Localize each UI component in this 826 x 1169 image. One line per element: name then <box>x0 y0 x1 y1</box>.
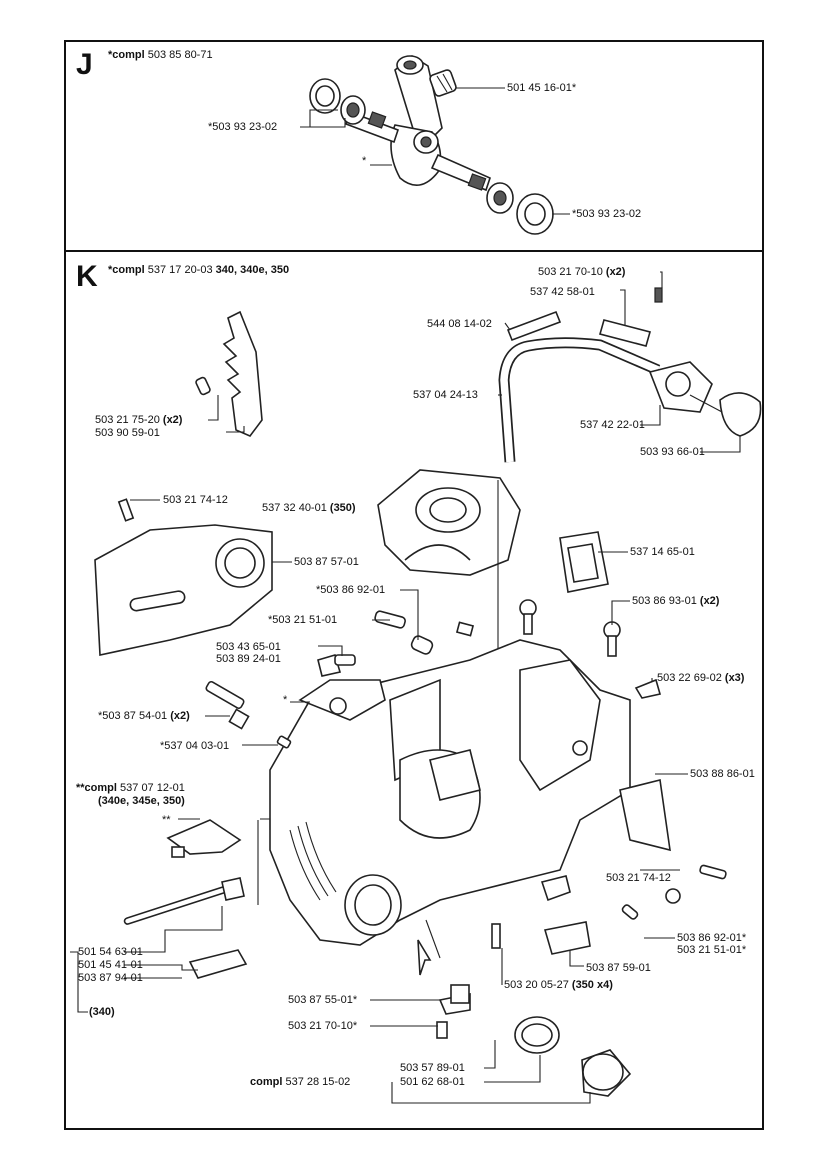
label-screw-top: 503 21 70-10 (x2) <box>538 266 625 278</box>
crankcase <box>269 639 631 946</box>
loose-parts <box>123 599 727 1097</box>
label-screw-top-number: 503 21 70-10 <box>538 266 603 278</box>
label-cylinder-part: 537 32 40-01 (350) <box>262 502 356 514</box>
label-screw-top-qty: (x2) <box>605 266 626 278</box>
label-nipple: *537 04 03-01 <box>160 740 230 752</box>
label-screw-hook-b: 503 21 51-01* <box>677 944 747 956</box>
label-screw-cover: 503 21 74-12 <box>163 494 228 506</box>
label-screw-a: *503 21 51-01 <box>268 614 338 626</box>
label-chain-tensioner-number: 537 07 12-01 <box>120 782 185 794</box>
label-bar-bolt-qty: (x2) <box>170 710 190 722</box>
label-cylinder-part-number: 537 32 40-01 <box>262 502 327 514</box>
label-screw-hook-a: 503 86 92-01* <box>677 932 747 944</box>
label-screw-bottom-number: 503 20 05-27 <box>504 979 569 991</box>
label-cylinder-part-model: (350) <box>329 502 356 514</box>
label-av-grommet: 537 14 65-01 <box>630 546 695 558</box>
label-bracket-5901: 503 87 59-01 <box>586 962 651 974</box>
section-k-letter: K <box>76 260 98 293</box>
label-screw-spike-number: 503 21 75-20 <box>95 414 160 426</box>
label-nut-clip: 503 22 69-02 (x3) <box>657 672 744 684</box>
label-bearing-right: *503 93 23-02 <box>572 208 642 220</box>
label-av-element-qty: (x2) <box>699 595 720 607</box>
fuel-system <box>498 271 762 463</box>
label-crankshaft: * <box>362 155 367 167</box>
label-bearing-left: *503 93 23-02 <box>208 121 278 133</box>
label-model-340: (340) <box>89 1006 115 1018</box>
crankshaft-assembly <box>300 55 570 235</box>
label-double-star: ** <box>162 814 171 826</box>
label-cap-6801: 501 62 68-01 <box>400 1076 465 1088</box>
section-k-header: *compl 537 17 20-03 340, 340e, 350 <box>108 264 289 276</box>
label-av-element-pair: 503 86 93-01 (x2) <box>632 595 719 607</box>
label-primer-bulb: 503 93 66-01 <box>640 446 705 458</box>
label-washer-4541: 501 45 41-01 <box>78 959 143 971</box>
section-divider <box>64 250 764 252</box>
label-cap-compl: compl 537 28 15-02 <box>250 1076 350 1088</box>
section-j-compl-number: 503 85 80-71 <box>147 49 213 61</box>
label-filter-5501: 503 87 55-01* <box>288 994 358 1006</box>
label-spring-a: *503 86 92-01 <box>316 584 386 596</box>
label-nut-clip-number: 503 22 69-02 <box>657 672 722 684</box>
label-screw-spike-qty: (x2) <box>162 414 183 426</box>
label-clutch-cover: 503 87 57-01 <box>294 556 359 568</box>
label-chain-tensioner-models: (340e, 345e, 350) <box>98 795 185 807</box>
label-cap-compl-number: 537 28 15-02 <box>285 1076 351 1088</box>
av-grommet <box>559 531 628 593</box>
clutch-cover <box>94 498 292 656</box>
label-chain-tensioner: **compl 537 07 12-01 <box>76 782 185 794</box>
label-fuel-filter: 537 42 58-01 <box>530 286 595 298</box>
label-cap-compl-prefix: compl <box>250 1076 283 1088</box>
section-j-letter: J <box>76 48 93 81</box>
label-bar-bolt-number: *503 87 54-01 <box>98 710 168 722</box>
section-j-header: *compl 503 85 80-71 <box>108 49 213 61</box>
label-chain-tensioner-prefix: **compl <box>76 782 117 794</box>
label-needle-bearing: 501 45 16-01* <box>507 82 577 94</box>
label-screw-spike: 503 21 75-20 (x2) <box>95 414 182 426</box>
label-part-4365: 503 43 65-01 <box>216 641 281 653</box>
label-primer-housing: 537 42 22-01 <box>580 419 645 431</box>
section-k-compl-models: 340, 340e, 350 <box>215 264 290 276</box>
diagram-frame <box>64 40 764 1130</box>
label-seal-8901: 503 57 89-01 <box>400 1062 465 1074</box>
leader-lines-k <box>70 589 688 1104</box>
label-av-element-number: 503 86 93-01 <box>632 595 697 607</box>
label-nut-clip-qty: (x3) <box>724 672 745 684</box>
label-part-8924: 503 89 24-01 <box>216 653 281 665</box>
label-fuel-hose: 537 04 24-13 <box>413 389 478 401</box>
section-k-compl-number: 537 17 20-03 <box>147 264 213 276</box>
label-screw-right: 503 21 74-12 <box>606 872 671 884</box>
label-plate-8794: 503 87 94-01 <box>78 972 143 984</box>
label-screw-7010: 503 21 70-10* <box>288 1020 358 1032</box>
section-k-compl-prefix: *compl <box>108 264 145 276</box>
label-star-crank: * <box>283 694 288 706</box>
label-spike-bumper: 503 90 59-01 <box>95 427 160 439</box>
label-screw-bottom-qty: (350 x4) <box>571 979 613 991</box>
spike-bumper <box>195 310 263 437</box>
label-guard: 503 88 86-01 <box>690 768 755 780</box>
label-screw-bottom: 503 20 05-27 (350 x4) <box>504 979 613 991</box>
label-pin-5463: 501 54 63-01 <box>78 946 143 958</box>
section-j-compl-prefix: *compl <box>108 49 145 61</box>
cylinder-part <box>377 469 521 790</box>
label-bar-bolt: *503 87 54-01 (x2) <box>98 710 190 722</box>
label-hose-short: 544 08 14-02 <box>427 318 492 330</box>
